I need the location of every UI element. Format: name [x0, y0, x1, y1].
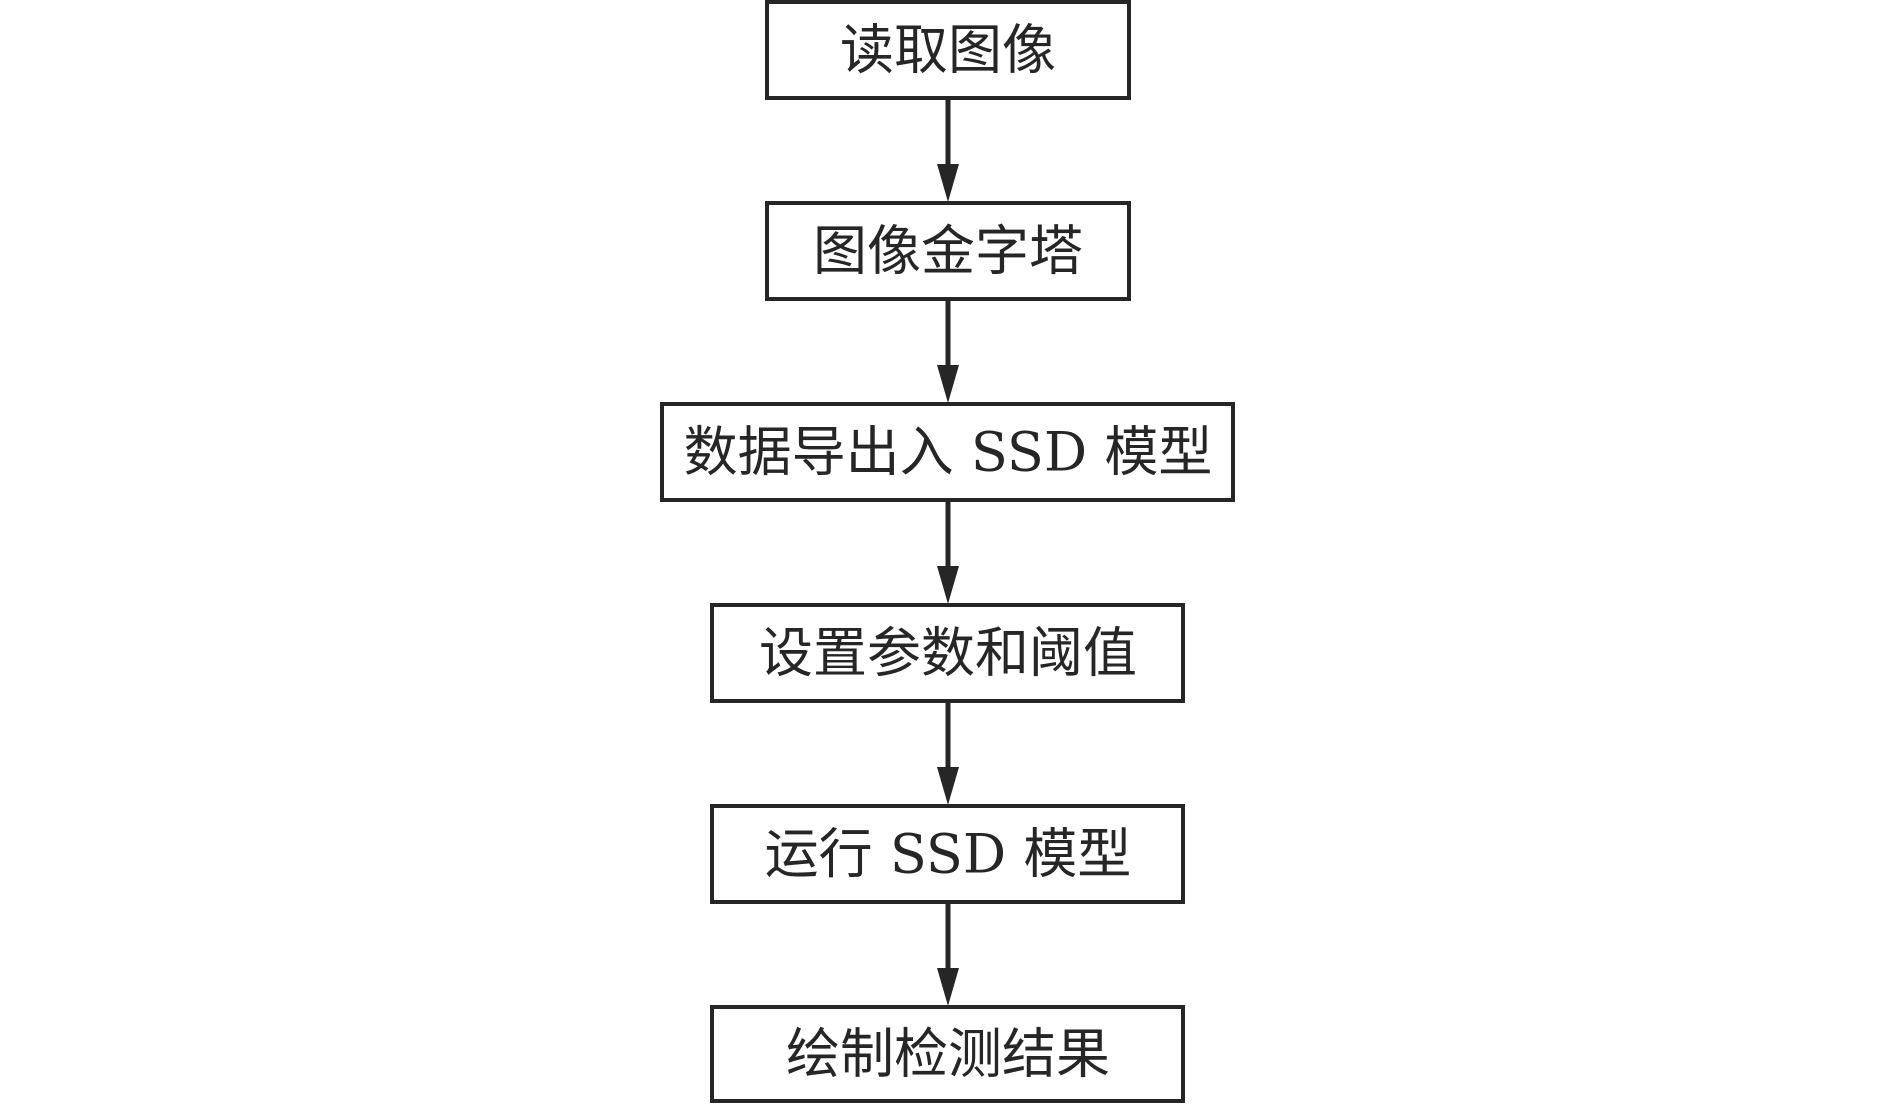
flow-arrow-5-6-head: [937, 968, 959, 1006]
flow-step-5-box: [710, 804, 1185, 904]
flow-step-6: 绘制检测结果: [710, 1005, 1185, 1103]
flow-arrow-3-4: [937, 500, 959, 604]
flow-step-3-box: [660, 402, 1235, 502]
flow-step-5: 运行 SSD 模型: [710, 804, 1185, 904]
flow-step-6-box: [710, 1005, 1185, 1103]
flow-arrow-4-5: [937, 701, 959, 805]
flow-step-3: 数据导出入 SSD 模型: [660, 402, 1235, 502]
flow-arrow-1-2-head: [937, 164, 959, 202]
flow-step-6-label: 绘制检测结果: [786, 1023, 1110, 1086]
flow-arrow-2-3-head: [937, 365, 959, 403]
flow-step-1-box: [765, 0, 1131, 100]
flow-step-3-label: 数据导出入 SSD 模型: [684, 421, 1213, 484]
flow-arrow-4-5-head: [937, 767, 959, 805]
flow-arrow-5-6: [937, 902, 959, 1006]
flow-arrow-2-3: [937, 299, 959, 403]
flow-step-5-label: 运行 SSD 模型: [765, 823, 1132, 886]
flow-step-2-label: 图像金字塔: [813, 220, 1083, 283]
flow-step-2-box: [765, 201, 1131, 301]
flow-step-2: 图像金字塔: [765, 201, 1131, 301]
flow-step-4-label: 设置参数和阈值: [759, 622, 1137, 685]
flow-step-4: 设置参数和阈值: [710, 603, 1185, 703]
flow-step-1: 读取图像: [765, 0, 1131, 100]
flow-step-1-label: 读取图像: [840, 19, 1056, 82]
flow-arrow-1-2: [937, 98, 959, 202]
flow-arrow-3-4-head: [937, 566, 959, 604]
